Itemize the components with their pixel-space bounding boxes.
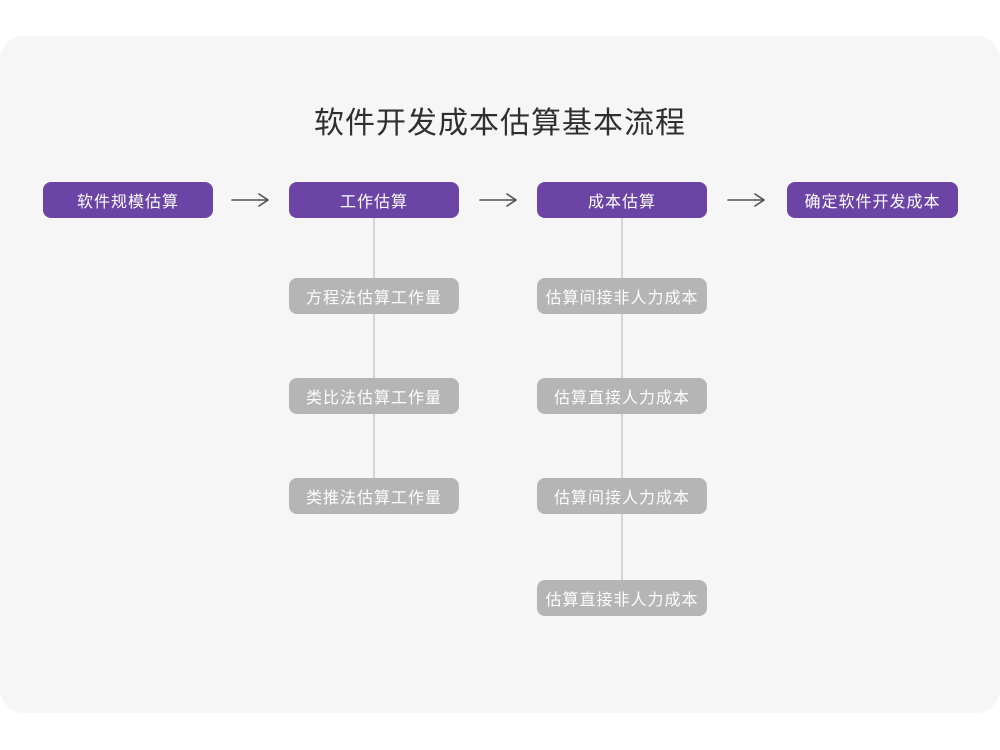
arrow-right-icon <box>727 192 767 208</box>
diagram-card <box>0 36 1000 713</box>
diagram-title: 软件开发成本估算基本流程 <box>314 107 686 140</box>
subnode-direct-nonlabor-cost: 估算直接非人力成本 <box>537 580 707 616</box>
subnode-direct-labor-cost: 估算直接人力成本 <box>537 378 707 414</box>
flow-node-work-estimation: 工作估算 <box>289 182 459 218</box>
subnode-extrapolation-method: 类推法估算工作量 <box>289 478 459 514</box>
subnode-indirect-labor-cost: 估算间接人力成本 <box>537 478 707 514</box>
flow-node-cost-estimation: 成本估算 <box>537 182 707 218</box>
flow-node-software-scale-estimation: 软件规模估算 <box>43 182 213 218</box>
subnode-analogy-method: 类比法估算工作量 <box>289 378 459 414</box>
arrow-right-icon <box>231 192 271 208</box>
subnode-indirect-nonlabor-cost: 估算间接非人力成本 <box>537 278 707 314</box>
connector-line-work-estimation <box>373 218 375 496</box>
arrow-right-icon <box>479 192 519 208</box>
subnode-equation-method: 方程法估算工作量 <box>289 278 459 314</box>
flow-node-determine-dev-cost: 确定软件开发成本 <box>787 182 958 218</box>
